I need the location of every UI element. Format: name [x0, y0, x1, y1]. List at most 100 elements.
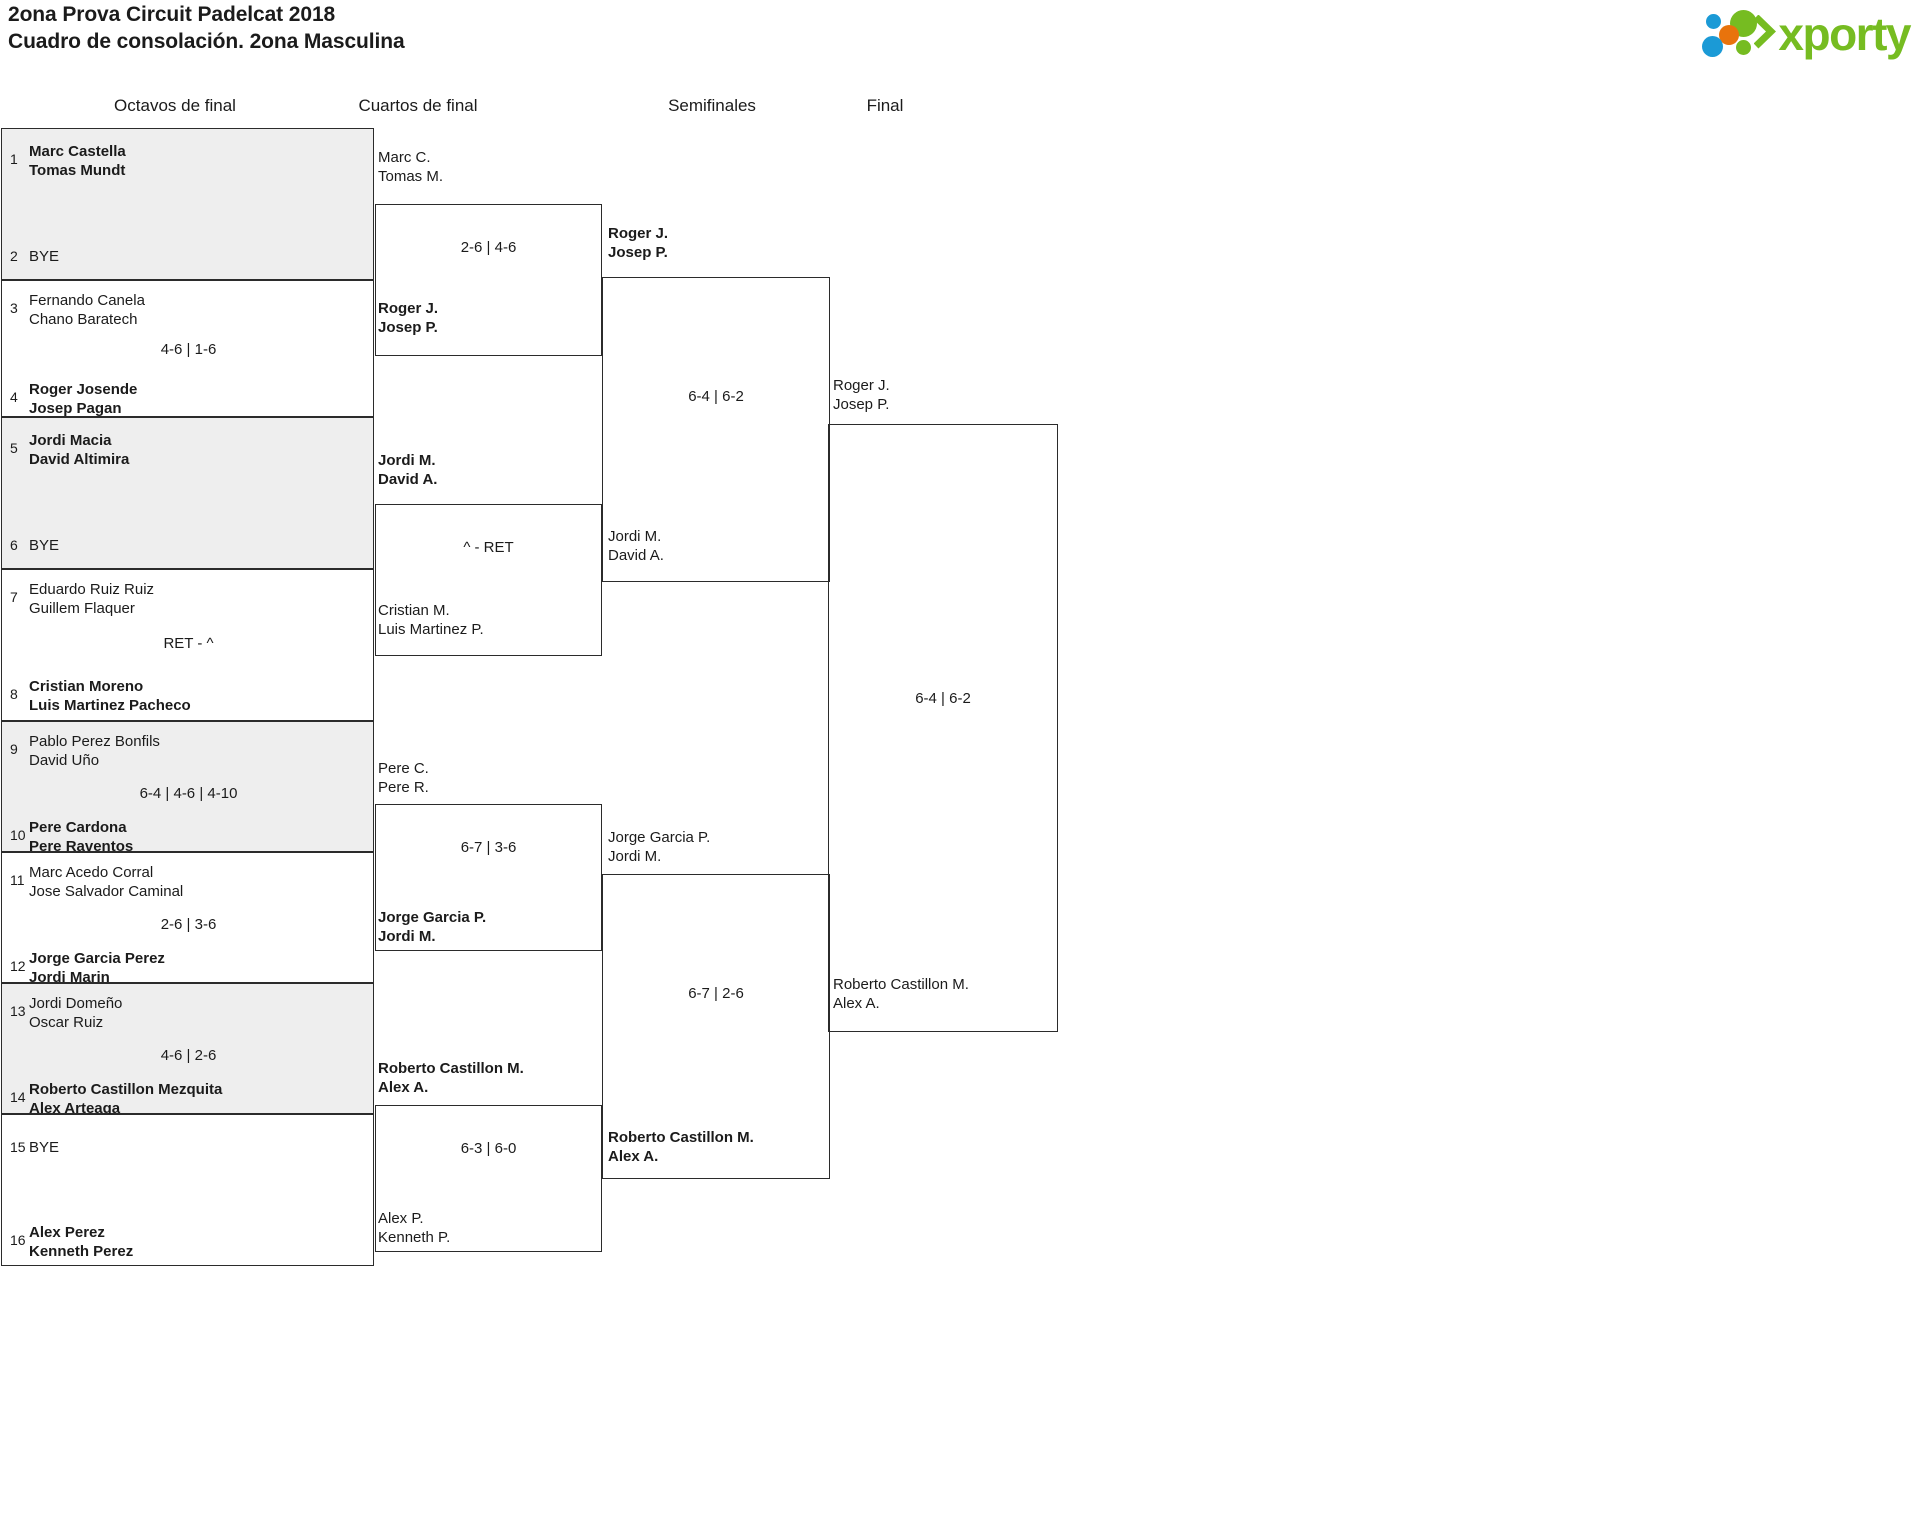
seed-team-line1: Pere Cardona: [29, 819, 127, 836]
r2-match-1-bot-line1: Roger J.: [378, 300, 439, 317]
orange-dot-medium-icon: [1719, 25, 1740, 45]
r2-match-2-bot-line1: Cristian M.: [378, 602, 450, 619]
seed-team-line2: Kenneth Perez: [29, 1243, 134, 1260]
green-dot-small-icon: [1736, 40, 1752, 55]
seed-team-line1: Eduardo Ruiz Ruiz: [29, 581, 155, 598]
seed-number: 5: [10, 440, 18, 456]
r3-match-1-bot-line1: Jordi M.: [608, 528, 662, 545]
round-header-octavos: Octavos de final: [114, 96, 236, 115]
r4-score-1: 6-4 | 6-2: [915, 690, 971, 707]
round-header-final: Final: [866, 96, 904, 115]
r1-score-6: 2-6 | 3-6: [160, 916, 217, 933]
seed-team-line2: Pere Raventos: [29, 838, 134, 855]
seed-team-line2: Josep Pagan: [29, 400, 122, 417]
seed-team-line1: Marc Acedo Corral: [29, 864, 154, 881]
r2-score-1: 2-6 | 4-6: [460, 239, 517, 256]
seed-team-line2: Jordi Marin: [29, 969, 110, 986]
seed-team-line1: Cristian Moreno: [29, 678, 144, 695]
r2-match-1[interactable]: 2-6 | 4-6: [375, 204, 602, 356]
seed-team-line1: Jordi Domeño: [29, 995, 123, 1012]
seed-team-line1: Jorge Garcia Perez: [29, 950, 165, 967]
r2-match-4-top-line1: Roberto Castillon M.: [378, 1060, 524, 1077]
r1-match-2[interactable]: 3 Fernando Canela Chano Baratech 4 Roger…: [1, 280, 374, 417]
r4-match-1-bot-line1: Roberto Castillon M.: [833, 976, 969, 993]
r1-match-3[interactable]: 5 Jordi Macia David Altimira 6 BYE: [1, 417, 374, 569]
seed-team-line2: David Altimira: [29, 451, 130, 468]
blue-dot-medium-icon: [1702, 36, 1724, 57]
seed-number: 4: [10, 389, 18, 405]
r2-match-2-top-line2: David A.: [378, 471, 438, 488]
r2-match-1-top-line1: Marc C.: [378, 149, 431, 166]
seed-number: 7: [10, 589, 18, 605]
round-header-semifinales: Semifinales: [668, 96, 756, 115]
r4-match-1-top-line1: Roger J.: [833, 377, 890, 394]
r2-match-3-bot-line2: Jordi M.: [378, 928, 436, 945]
r3-match-1[interactable]: 6-4 | 6-2: [602, 277, 830, 582]
title-block: 2ona Prova Circuit Padelcat 2018 Cuadro …: [8, 2, 405, 56]
seed-team-line2: Tomas Mundt: [29, 162, 126, 179]
seed-team-line2: Luis Martinez Pacheco: [29, 697, 191, 714]
seed-number: 6: [10, 537, 18, 553]
logo-wordmark: xporty: [1778, 8, 1911, 60]
r2-match-4-bot-line2: Kenneth P.: [378, 1229, 451, 1246]
r4-match-1-bot-line2: Alex A.: [833, 995, 880, 1012]
seed-number: 1: [10, 151, 18, 167]
r1-match-4[interactable]: 7 Eduardo Ruiz Ruiz Guillem Flaquer 8 Cr…: [1, 569, 374, 721]
page-header: 2ona Prova Circuit Padelcat 2018 Cuadro …: [0, 0, 1920, 70]
r1-match-6[interactable]: 11 Marc Acedo Corral Jose Salvador Camin…: [1, 852, 374, 986]
seed-team-line2: Guillem Flaquer: [29, 600, 135, 617]
r3-match-2[interactable]: 6-7 | 2-6: [602, 874, 830, 1179]
blue-dot-small-icon: [1706, 14, 1722, 29]
r4-match-1[interactable]: 6-4 | 6-2: [828, 424, 1058, 1032]
r3-match-2-top-line1: Jorge Garcia P.: [608, 829, 711, 846]
seed-number: 3: [10, 300, 18, 316]
r2-score-4: 6-3 | 6-0: [460, 1140, 517, 1157]
seed-team-line1: Pablo Perez Bonfils: [29, 733, 160, 750]
seed-team-line1: Roger Josende: [29, 381, 138, 398]
r1-match-7[interactable]: 13 Jordi Domeño Oscar Ruiz 14 Roberto Ca…: [1, 983, 374, 1117]
r2-match-1-bot-line2: Josep P.: [378, 319, 438, 336]
r2-match-4-bot-line1: Alex P.: [378, 1210, 424, 1227]
seed-number: 14: [10, 1089, 26, 1105]
seed-number: 15: [10, 1139, 26, 1155]
r2-match-1-top-line2: Tomas M.: [378, 168, 444, 185]
r3-match-2-top-line2: Jordi M.: [608, 848, 662, 865]
seed-team-line1: BYE: [29, 248, 60, 265]
seed-number: 8: [10, 686, 18, 702]
seed-number: 16: [10, 1232, 26, 1248]
r1-match-1[interactable]: 1 Marc Castella Tomas Mundt 2 BYE: [1, 128, 374, 280]
xporty-logo: xporty: [1702, 6, 1911, 60]
r1-score-7: 4-6 | 2-6: [160, 1047, 217, 1064]
seed-team-line2: Alex Arteaga: [29, 1100, 121, 1117]
r3-match-2-bot-line2: Alex A.: [608, 1148, 659, 1165]
r2-match-2-top-line1: Jordi M.: [378, 452, 436, 469]
r2-score-2: ^ - RET: [463, 539, 514, 556]
r3-score-1: 6-4 | 6-2: [688, 388, 744, 405]
r2-match-4[interactable]: 6-3 | 6-0: [375, 1105, 602, 1252]
r4-match-1-top-line2: Josep P.: [833, 396, 890, 413]
r2-match-2[interactable]: ^ - RET: [375, 504, 602, 656]
seed-number: 9: [10, 741, 18, 757]
round-header-cuartos: Cuartos de final: [358, 96, 478, 115]
seed-team-line1: Jordi Macia: [29, 432, 112, 449]
r2-score-3: 6-7 | 3-6: [460, 839, 517, 856]
seed-team-line1: Alex Perez: [29, 1224, 105, 1241]
r1-score-5: 6-4 | 4-6 | 4-10: [139, 785, 238, 802]
seed-team-line1: Fernando Canela: [29, 292, 145, 309]
r1-match-5[interactable]: 9 Pablo Perez Bonfils David Uño 10 Pere …: [1, 721, 374, 855]
r3-score-2: 6-7 | 2-6: [688, 985, 744, 1002]
r1-match-8[interactable]: 15 BYE 16 Alex Perez Kenneth Perez: [1, 1114, 374, 1266]
r2-match-3-top-line1: Pere C.: [378, 760, 429, 777]
r1-score-4: RET - ^: [163, 635, 214, 652]
seed-team-line2: David Uño: [29, 752, 100, 769]
r2-match-3[interactable]: 6-7 | 3-6: [375, 804, 602, 951]
seed-team-line1: Marc Castella: [29, 143, 126, 160]
seed-number: 13: [10, 1003, 26, 1019]
r2-match-3-bot-line1: Jorge Garcia P.: [378, 909, 487, 926]
seed-number: 12: [10, 958, 26, 974]
seed-team-line2: Oscar Ruiz: [29, 1014, 104, 1031]
r2-match-2-bot-line2: Luis Martinez P.: [378, 621, 484, 638]
r3-match-2-bot-line1: Roberto Castillon M.: [608, 1129, 754, 1146]
seed-number: 2: [10, 248, 18, 264]
